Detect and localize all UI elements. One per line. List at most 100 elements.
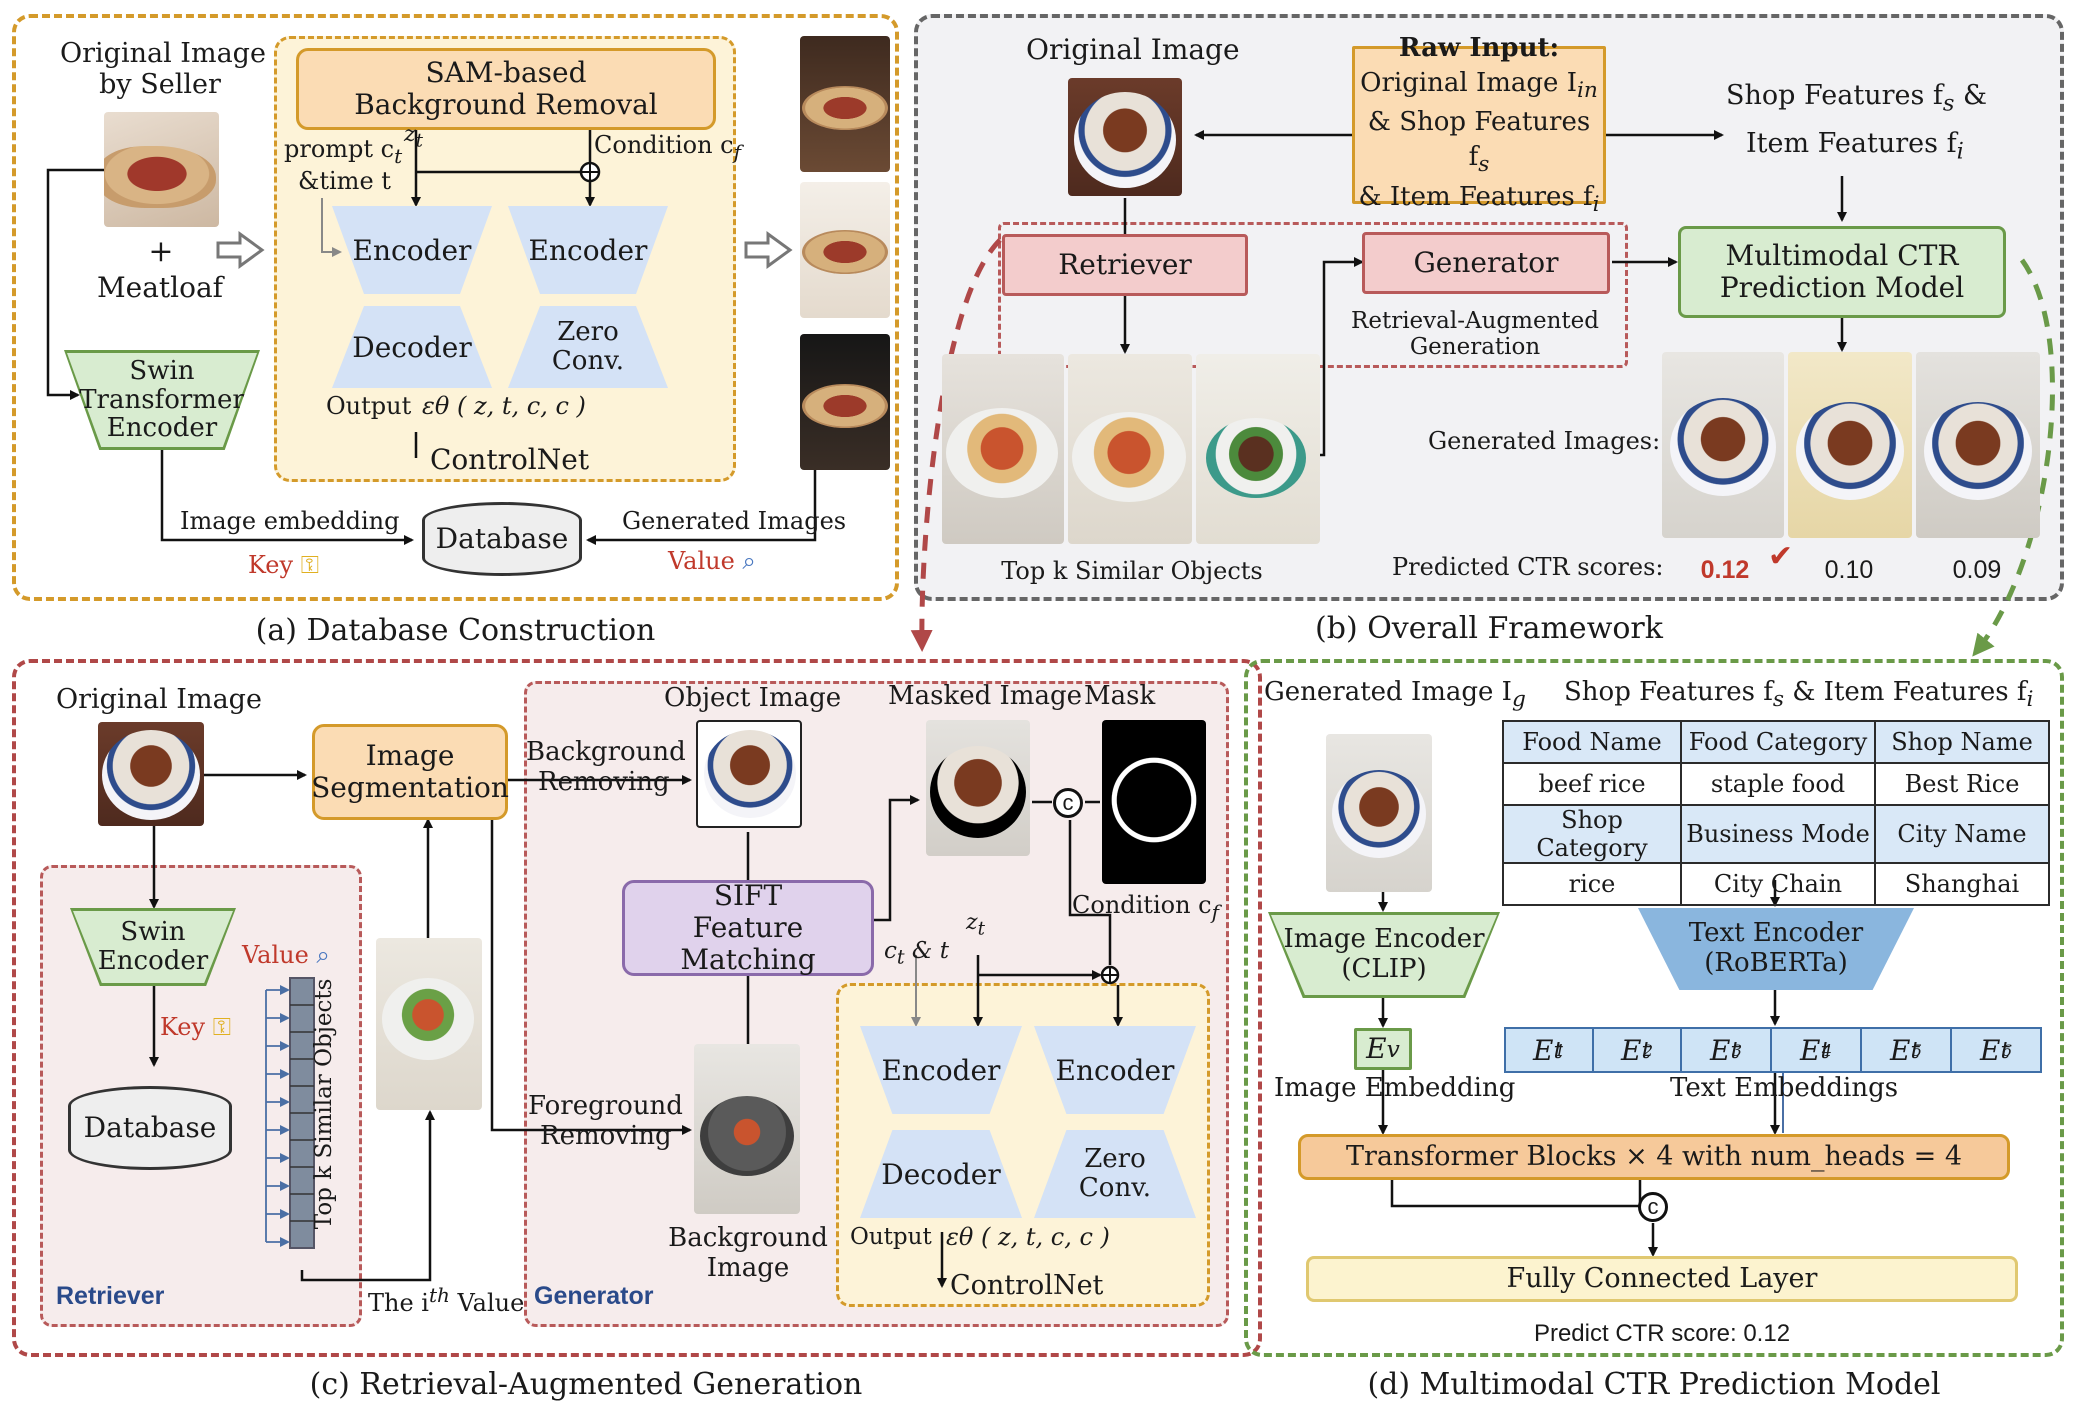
a-plus: + (148, 234, 174, 269)
b-similar-object-3 (1196, 354, 1320, 544)
c-ct-label: ct & t (884, 938, 949, 969)
d-features-title: Shop Features fs & Item Features fi (1564, 677, 2034, 713)
d-fc-layer: Fully Connected Layer (1306, 1256, 2018, 1302)
a-value-label: Value ⌕ (668, 547, 756, 575)
c-generator-label: Generator (534, 1282, 654, 1310)
a-output-label: Output (326, 392, 412, 420)
a-generated-image-2 (800, 182, 890, 318)
c-value-label: Value ⌕ (242, 941, 330, 969)
b-caption: (b) Overall Framework (1315, 611, 1663, 646)
b-generated-image-3 (1916, 352, 2040, 538)
search-icon: ⌕ (742, 547, 756, 575)
a-formula: εθ ( z, t, c, c ) (422, 392, 586, 420)
a-image-embedding-label: Image embedding (180, 507, 400, 535)
b-original-image-label: Original Image (1026, 33, 1240, 66)
c-caption: (c) Retrieval-Augmented Generation (309, 1367, 863, 1402)
c-masked-image-label: Masked Image (888, 681, 1082, 711)
table-row: Shop Category Business Mode City Name (1502, 804, 2050, 864)
a-seller-image (104, 112, 219, 227)
table-row: Food Name Food Category Shop Name (1502, 720, 2050, 764)
a-meatloaf-label: Meatloaf (96, 271, 224, 304)
d-text-encoder: Text Encoder(RoBERTa) (1638, 908, 1914, 990)
d-image-embedding-label: Image Embedding (1274, 1073, 1516, 1103)
a-prompt-label: prompt ct (284, 135, 403, 168)
table-cell: City Name (1874, 804, 2050, 864)
table-cell: Food Category (1680, 720, 1876, 764)
d-text-embeddings-label: Text Embeddings (1670, 1073, 1899, 1103)
d-image-encoder: Image Encoder(CLIP) (1268, 912, 1500, 998)
b-score-2: 0.10 (1824, 556, 1874, 584)
panel-a-frame (12, 14, 899, 601)
table-cell: Shop Category (1502, 804, 1682, 864)
b-topk-label: Top k Similar Objects (1001, 557, 1263, 585)
table-cell: City Chain (1680, 862, 1876, 906)
d-features-table: Food Name Food Category Shop Name beef r… (1502, 720, 2050, 906)
table-row: beef rice staple food Best Rice (1502, 762, 2050, 806)
b-raw-input-box: Raw Input: Original Image Iin & Shop Fea… (1352, 33, 1606, 217)
c-condition-label: Condition cf (1072, 891, 1220, 924)
d-transformer-box: Transformer Blocks × 4 with num_heads = … (1298, 1134, 2010, 1180)
c-controlnet-label: ControlNet (950, 1270, 1104, 1301)
d-concat-symbol: c (1638, 1192, 1668, 1222)
a-time-label: &time t (298, 167, 391, 195)
b-generated-image-1 (1662, 352, 1784, 538)
c-concat-symbol: c (1053, 788, 1083, 818)
a-key-label: Key ⚿ (248, 551, 319, 579)
a-caption: (a) Database Construction (255, 613, 656, 648)
table-cell: rice (1502, 862, 1682, 906)
table-cell: Shanghai (1874, 862, 2050, 906)
table-cell: Business Mode (1680, 804, 1876, 864)
c-object-image (696, 720, 802, 828)
key-icon: ⚿ (300, 551, 319, 579)
a-generated-images-label: Generated Images (622, 507, 847, 535)
table-cell: Shop Name (1874, 720, 2050, 764)
table-cell: staple food (1680, 762, 1876, 806)
c-database: Database (68, 1086, 232, 1170)
a-generated-image-3 (800, 334, 890, 470)
c-ith-value-image (376, 938, 482, 1110)
c-output-label: Output (850, 1224, 932, 1250)
c-object-image-label: Object Image (664, 683, 842, 713)
a-database: Database (422, 502, 582, 576)
b-original-image (1068, 78, 1182, 196)
a-generated-image-1 (800, 36, 890, 172)
c-masked-image (926, 720, 1030, 856)
b-generated-images-label: Generated Images: (1428, 427, 1661, 455)
c-topk-vertical: Top k Similar Objects (310, 978, 337, 1230)
b-predicted-label: Predicted CTR scores: (1392, 553, 1664, 581)
c-mask-image (1102, 720, 1206, 884)
table-cell: beef rice (1502, 762, 1682, 806)
b-check-icon: ✔ (1768, 540, 1794, 573)
b-generated-image-2 (1788, 352, 1912, 538)
a-condition-label: Condition cf (594, 131, 742, 164)
b-similar-object-2 (1068, 354, 1192, 544)
panel-d-frame (1244, 659, 2064, 1357)
table-cell: Best Rice (1874, 762, 2050, 806)
c-mask-label: Mask (1084, 681, 1156, 711)
b-item-features-label: Item Features fi (1746, 128, 1964, 165)
d-generated-image-label: Generated Image Ig (1264, 677, 1526, 713)
search-icon: ⌕ (316, 941, 330, 969)
a-controlnet-label: ControlNet (430, 443, 590, 476)
b-generator-box: Generator (1362, 232, 1610, 294)
d-generated-image (1326, 734, 1432, 892)
table-cell: Food Name (1502, 720, 1682, 764)
b-score-1: 0.12 (1700, 556, 1750, 584)
